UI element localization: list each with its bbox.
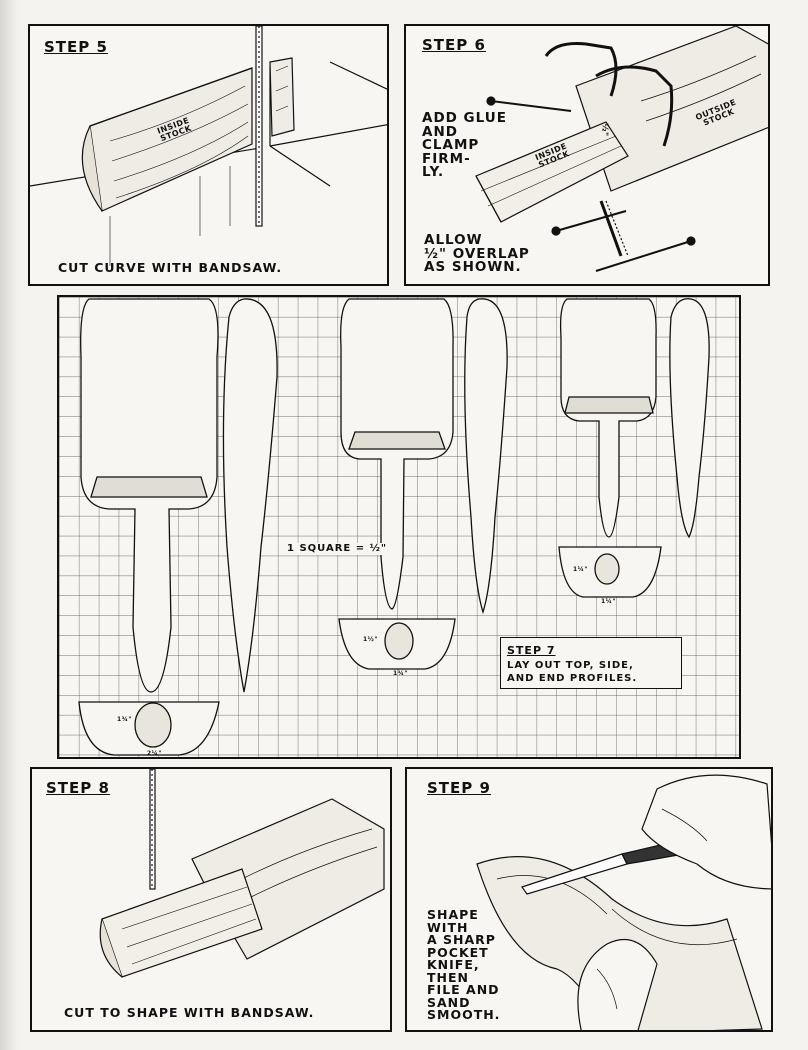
step6-instruction: ADD GLUE AND CLAMP FIRM- LY. bbox=[422, 110, 507, 180]
step7-scale-note: 1 SQUARE = ½" bbox=[285, 543, 390, 555]
step9-panel: STEP 9 SHAPE WITH A SHARP POCKET KNIFE, … bbox=[405, 767, 773, 1032]
step8-illustration bbox=[99, 769, 385, 978]
step7-caption-line2: AND END PROFILES. bbox=[507, 673, 638, 684]
step9-title: STEP 9 bbox=[427, 779, 491, 797]
step6-overlap-note: ALLOW ½" OVERLAP AS SHOWN. bbox=[424, 232, 530, 275]
step8-panel: STEP 8 CUT TO SHAPE WITH BANDSAW. bbox=[30, 767, 392, 1032]
step6-title: STEP 6 bbox=[422, 36, 486, 54]
small-end-height-dim: 1¼" bbox=[573, 566, 589, 573]
step6-panel: STEP 6 ADD GLUE AND CLAMP FIRM- LY. ALLO… bbox=[404, 24, 770, 286]
large-end-height-dim: 1¾" bbox=[117, 716, 133, 723]
step7-caption-line1: LAY OUT TOP, SIDE, bbox=[507, 660, 634, 671]
step7-label-box: STEP 7 LAY OUT TOP, SIDE, AND END PROFIL… bbox=[500, 637, 682, 689]
step9-instruction: SHAPE WITH A SHARP POCKET KNIFE, THEN FI… bbox=[427, 907, 501, 1022]
page-binding-edge bbox=[0, 0, 22, 1050]
step6-overlap-dimension: ½" bbox=[600, 123, 610, 137]
mid-end-width-dim: 1¾" bbox=[393, 670, 409, 677]
step8-caption: CUT TO SHAPE WITH BANDSAW. bbox=[64, 1005, 315, 1020]
step9-illustration bbox=[476, 774, 771, 1030]
step8-title: STEP 8 bbox=[46, 779, 110, 797]
step6-illustration bbox=[475, 26, 768, 272]
step5-illustration bbox=[30, 26, 387, 266]
large-end-width-dim: 2¼" bbox=[147, 750, 163, 757]
step5-caption: CUT CURVE WITH BANDSAW. bbox=[58, 260, 283, 275]
step7-grid-panel: 1 SQUARE = ½" 1¾" 2¼" 1½" 1¾" 1¼" 1¼" ST… bbox=[57, 295, 741, 759]
step5-panel: STEP 5 INSIDE STOCK CUT CURVE WITH BANDS… bbox=[28, 24, 389, 286]
mid-end-height-dim: 1½" bbox=[363, 636, 379, 643]
step7-illustration bbox=[59, 297, 739, 757]
step7-title: STEP 7 bbox=[507, 644, 556, 657]
small-end-width-dim: 1¼" bbox=[601, 598, 617, 605]
step5-title: STEP 5 bbox=[44, 38, 108, 56]
